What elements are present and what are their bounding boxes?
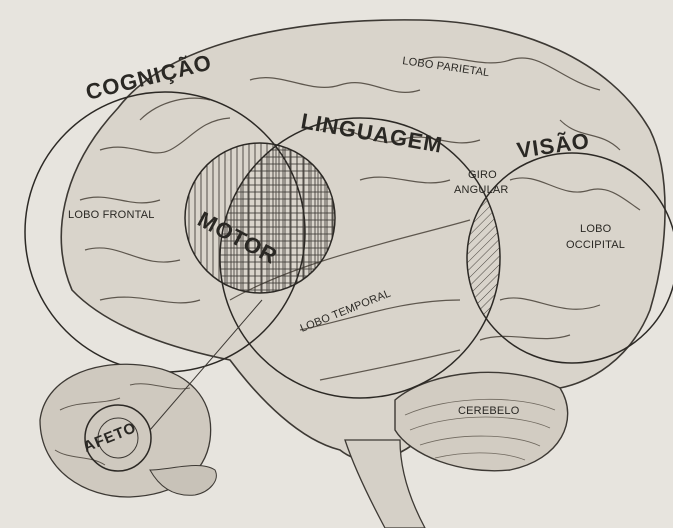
cerebelo-label: CEREBELO (458, 405, 520, 417)
giro-angular-label-line2: ANGULAR (454, 184, 509, 196)
cerebellum-shape (395, 372, 568, 470)
giro-angular-label-line1: GIRO (468, 169, 497, 181)
brainstem-shape (345, 440, 425, 528)
lobo-occipital-label-line2: OCCIPITAL (566, 239, 625, 251)
lobo-occipital-label-line1: LOBO (580, 223, 612, 235)
lobo-frontal-label: LOBO FRONTAL (68, 209, 155, 221)
